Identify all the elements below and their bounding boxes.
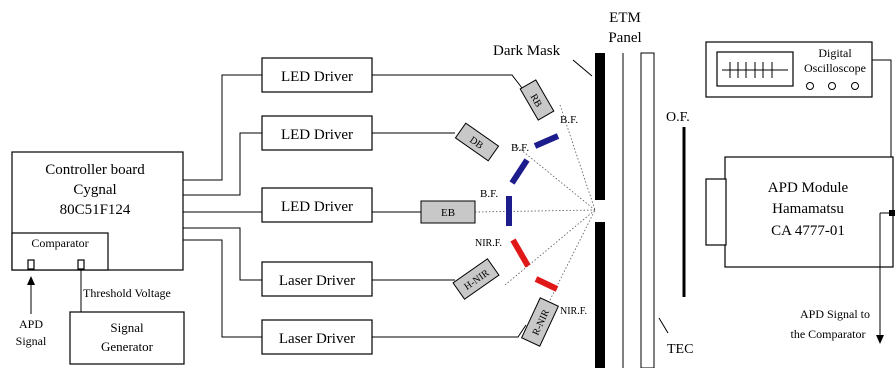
led-driver-2-box bbox=[261, 115, 373, 151]
apd-input-pin bbox=[27, 259, 35, 270]
emitter-db: DB bbox=[454, 122, 500, 162]
signal-generator-label-2: Generator bbox=[101, 339, 154, 354]
apd-module: APD Module Hamamatsu CA 4777-01 bbox=[705, 156, 895, 268]
emitter-h-nir: H-NIR bbox=[452, 258, 500, 300]
emitter-eb: EB bbox=[420, 200, 476, 224]
apd-signal-label-2: Signal bbox=[16, 334, 47, 348]
oscilloscope-knob-1 bbox=[806, 82, 814, 90]
filter-label-nirf-1: NIR.F. bbox=[475, 238, 502, 249]
led-driver-1-label: LED Driver bbox=[281, 69, 353, 85]
apd-to-comparator-label-1: APD Signal to bbox=[800, 307, 870, 321]
dark-mask-pointer bbox=[572, 59, 593, 77]
emitter-rb: RB bbox=[519, 79, 555, 121]
apd-module-label-3: CA 4777-01 bbox=[771, 223, 845, 239]
red-filter-2 bbox=[534, 276, 559, 292]
threshold-voltage-label: Threshold Voltage bbox=[83, 286, 171, 300]
threshold-input-pin bbox=[77, 259, 85, 270]
oscilloscope-label-1: Digital bbox=[818, 46, 852, 60]
oscilloscope-label-2: Oscilloscope bbox=[804, 61, 866, 75]
tec-label: TEC bbox=[667, 342, 693, 357]
apd-output-signal: APD Signal to the Comparator bbox=[791, 212, 892, 344]
dark-mask-lower bbox=[595, 222, 605, 368]
apd-signal-input: APD Signal bbox=[16, 276, 47, 348]
apd-module-sensor bbox=[705, 178, 727, 246]
controller-model: 80C51F124 bbox=[60, 202, 131, 218]
apd-module-body bbox=[724, 156, 894, 268]
light-paths bbox=[474, 104, 596, 301]
apd-signal-label-1: APD bbox=[19, 317, 43, 331]
etm-label-2: Panel bbox=[608, 30, 641, 46]
laser-driver-1-label: Laser Driver bbox=[279, 273, 355, 289]
signal-generator-box bbox=[69, 311, 185, 365]
oscilloscope-knob-3 bbox=[851, 82, 859, 90]
etm-panel-glass bbox=[640, 52, 655, 368]
led-driver-1-box bbox=[261, 57, 373, 93]
filter-label-bf-1: B.F. bbox=[560, 114, 578, 126]
controller-wires bbox=[183, 74, 262, 338]
filter-label-bf-2: B.F. bbox=[511, 142, 529, 154]
driver-boxes: LED Driver LED Driver LED Driver Laser D… bbox=[261, 57, 373, 355]
led-driver-2-label: LED Driver bbox=[281, 127, 353, 143]
controller-title: Controller board bbox=[45, 162, 145, 178]
svg-text:EB: EB bbox=[441, 207, 455, 219]
etm-label-1: ETM bbox=[609, 10, 641, 26]
blue-filter-2 bbox=[509, 158, 530, 185]
digital-oscilloscope: Digital Oscilloscope bbox=[705, 41, 873, 98]
laser-driver-2-box bbox=[261, 319, 373, 355]
dark-mask-label: Dark Mask bbox=[493, 43, 561, 59]
filters: B.F. B.F. B.F. NIR.F. NIR.F. bbox=[475, 114, 587, 317]
laser-driver-2-label: Laser Driver bbox=[279, 331, 355, 347]
driver-wires bbox=[372, 74, 527, 338]
controller-board: Controller board Cygnal 80C51F124 Compar… bbox=[11, 151, 184, 271]
oscilloscope-knob-2 bbox=[828, 82, 836, 90]
led-driver-3-box bbox=[261, 187, 373, 223]
signal-generator-group: Threshold Voltage Signal Generator bbox=[69, 270, 185, 365]
of-label: O.F. bbox=[666, 110, 690, 125]
led-driver-3-label: LED Driver bbox=[281, 199, 353, 215]
optical-fiber: O.F. bbox=[666, 110, 690, 297]
filter-label-nirf-2: NIR.F. bbox=[560, 306, 587, 317]
laser-driver-1-box bbox=[261, 261, 373, 297]
emitter-r-nir: R-NIR bbox=[520, 297, 560, 347]
etm-assembly: Dark Mask ETM Panel TEC bbox=[493, 10, 693, 368]
filter-label-bf-3: B.F. bbox=[480, 188, 498, 200]
apd-module-label-2: Hamamatsu bbox=[772, 201, 844, 217]
apd-module-label-1: APD Module bbox=[768, 180, 849, 196]
red-filter-1 bbox=[510, 238, 531, 268]
oscilloscope-waveform-icon bbox=[722, 62, 788, 78]
signal-generator-label-1: Signal bbox=[110, 320, 144, 335]
apd-to-comparator-label-2: the Comparator bbox=[791, 327, 866, 341]
blue-filter-1 bbox=[533, 133, 560, 149]
emitters: RB DB EB H-NIR R-NIR bbox=[420, 79, 560, 347]
tec-pointer bbox=[658, 317, 669, 334]
dark-mask-upper bbox=[595, 53, 605, 200]
comparator-label: Comparator bbox=[31, 236, 88, 250]
controller-chip: Cygnal bbox=[73, 182, 116, 198]
